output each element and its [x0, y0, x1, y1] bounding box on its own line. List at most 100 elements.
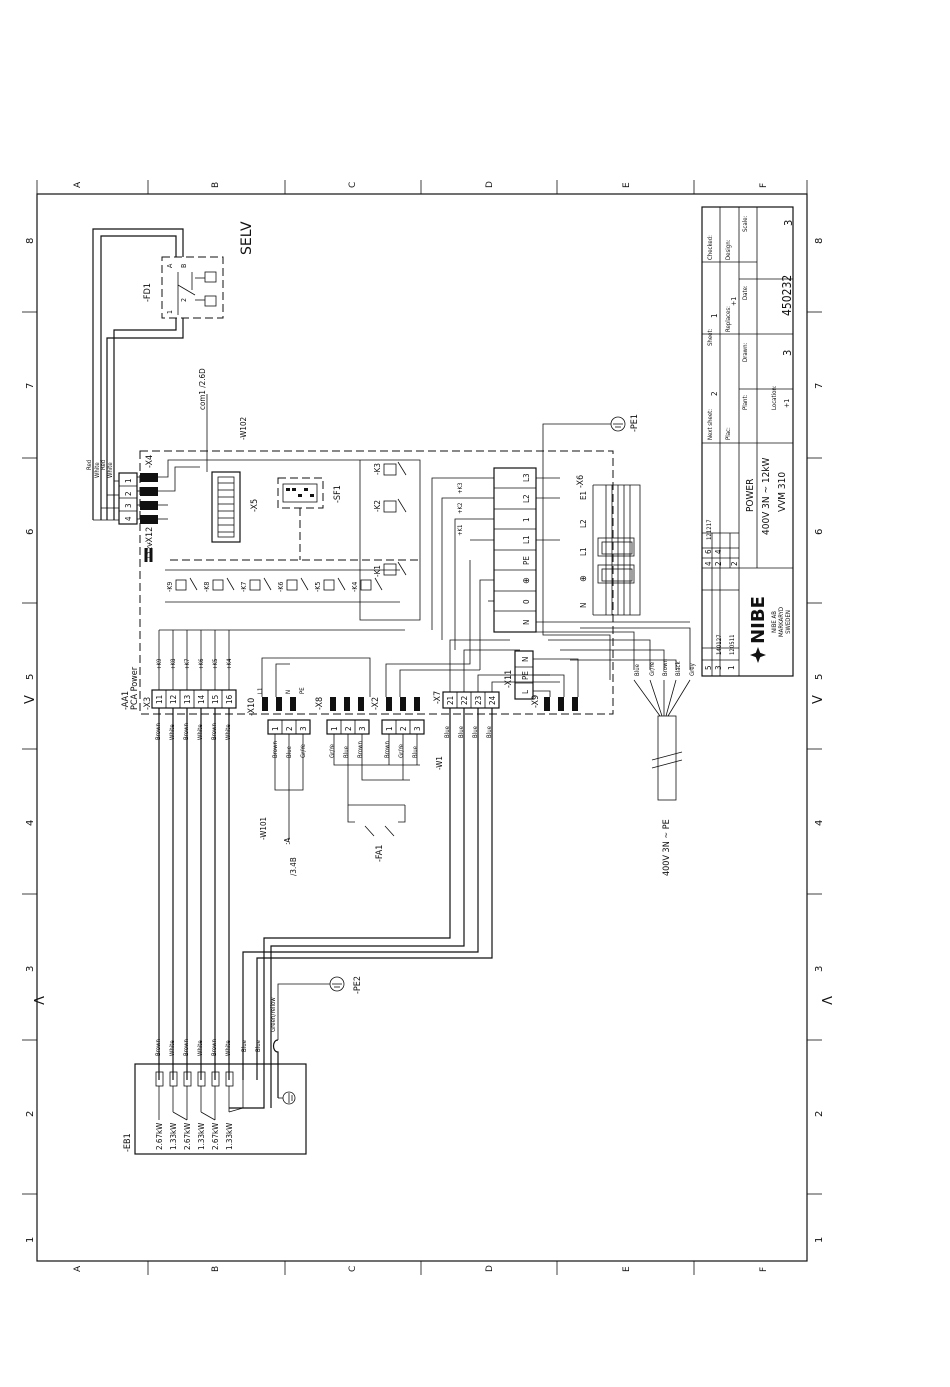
- title-sheet-no-b: 3: [782, 220, 795, 226]
- x6-terminal: L3 L2 1 L1 PE ⊕ 0 N -X6 E1 L2 L1 ⊕ N: [431, 467, 690, 670]
- x10-wire-grye: Gr/Ye: [300, 743, 307, 758]
- w102-label: -W102: [239, 417, 248, 440]
- title-checked-label: Checked:: [707, 235, 714, 260]
- x12-wire-white-2: White: [107, 462, 114, 478]
- x2-wire-brown: Brown: [384, 741, 391, 758]
- row-label-3: 3: [25, 966, 36, 972]
- x2-term-2: 2: [399, 726, 408, 731]
- x6-term-n: N: [522, 620, 531, 625]
- eb1-wire-3: Brown: [183, 1039, 190, 1056]
- col-label-b: B: [211, 182, 221, 188]
- x6-label: -X6: [576, 475, 586, 488]
- eb1-rating-6: 1.33kW: [225, 1123, 234, 1150]
- revision-left-1: 5: [704, 665, 713, 670]
- fd1-term-1: 1: [166, 310, 174, 314]
- x12-wire-white-1: White: [94, 462, 101, 478]
- supply-wire-brown: Brown: [662, 659, 669, 676]
- x12-wire-red-1: Red: [86, 460, 93, 470]
- col-label-a: A: [73, 181, 83, 188]
- title-next-sheet-label: Next sheet:: [707, 409, 714, 440]
- x2-wire-blue: Blue: [412, 745, 419, 758]
- title-next-sheet-value: 2: [710, 391, 719, 396]
- x6-side-n: N: [579, 603, 588, 608]
- fd1-thermostat: SELV -FD1 A B 1 2: [143, 221, 255, 319]
- x8-term-3: 3: [358, 726, 367, 731]
- x8-wire-blue: Blue: [343, 745, 350, 758]
- green-yellow-label: Green/Yellow: [270, 997, 277, 1032]
- pe2-label: -PE2: [353, 976, 363, 994]
- x10-signal-pe: PE: [299, 687, 306, 694]
- x6-term-pe: PE: [522, 556, 531, 565]
- row-label-3-right: 3: [814, 966, 825, 972]
- row-label-6-right: 6: [814, 529, 825, 535]
- col-label-f: F: [759, 183, 769, 188]
- com-label: com1 /2.6D: [198, 368, 207, 410]
- w101-ref: /3.4B: [289, 857, 298, 876]
- title-date-label: Date:: [742, 285, 749, 300]
- x10-wire-blue: Blue: [286, 745, 293, 758]
- relay-k8-label: -K8: [203, 582, 211, 592]
- col-label-f-bottom: F: [759, 1267, 769, 1272]
- x3-signal-k5: +K5: [212, 659, 219, 671]
- x3-term-14: 14: [197, 694, 206, 704]
- x3-terminal: -AA1 PCA Power -X3 11 12 13 14 15 16 +K9…: [121, 629, 405, 1080]
- x10-wire-brown: Brown: [272, 741, 279, 758]
- aa1-label: -AA1: [121, 691, 131, 710]
- col-label-a-bottom: A: [73, 1265, 83, 1272]
- fa1-label: -FA1: [375, 845, 385, 862]
- x3-signal-k6: +K6: [198, 658, 205, 670]
- relay-k6-label: -K6: [277, 582, 285, 592]
- x11-x9-connector: -X11 L PE N -X9: [504, 650, 579, 711]
- fd1-term-b: B: [180, 264, 188, 268]
- x10-term-1: 1: [271, 726, 280, 731]
- x5-label: -X5: [250, 499, 260, 512]
- w101-suffix: :A: [283, 838, 292, 845]
- nibe-logo: NIBE: [748, 596, 769, 663]
- eb1-wire-6: White: [225, 1040, 232, 1056]
- col-label-e: E: [622, 182, 632, 188]
- col-label-d-bottom: D: [485, 1265, 495, 1272]
- x3-term-16: 16: [225, 694, 234, 704]
- x12-wire-red-2: Red: [100, 460, 107, 470]
- row-label-1: 1: [25, 1237, 36, 1243]
- w101-label: -W101: [259, 817, 268, 840]
- eb1-wire-1: Brown: [155, 1039, 162, 1056]
- signal-k2: +K2: [457, 503, 464, 515]
- col-label-b-bottom: B: [211, 1266, 221, 1272]
- col-label-c-bottom: C: [348, 1266, 358, 1272]
- x2-term-1: 1: [385, 726, 394, 731]
- company-line-1: NIBE AB: [771, 611, 778, 633]
- x12-term-1: 1: [124, 478, 133, 483]
- x12-term-2: 2: [124, 491, 133, 496]
- company-line-2: MARKARYD: [778, 607, 785, 637]
- title-drawn-label: Drawn:: [742, 342, 749, 362]
- company-line-3: SWEDEN: [785, 610, 792, 634]
- col-label-e-bottom: E: [622, 1266, 632, 1272]
- row-label-2-right: 2: [814, 1111, 825, 1117]
- relay-k9-label: -K9: [166, 582, 174, 592]
- title-sheet-value: 1: [710, 313, 719, 318]
- x6-term-earth: ⊕: [522, 577, 532, 584]
- k-relays-lower: -K9 -K8 -K7 -K6 -K5 -K4: [165, 569, 400, 603]
- revision-left-2-code: 140127: [716, 634, 723, 655]
- supply-wire-grye: Gr/Ye: [649, 661, 656, 676]
- revision-left-3: 1: [727, 665, 736, 670]
- x12-term-3: 3: [124, 503, 133, 508]
- relay-k4-label: -K4: [351, 582, 359, 592]
- row-labels-right: 8 7 6 5 4 3 2 1 V V: [811, 238, 833, 1243]
- x11-term-pe: PE: [521, 671, 530, 680]
- revision-value-3: 121217: [706, 519, 713, 540]
- sf1-switch: -SF1: [277, 477, 343, 560]
- row-label-5-right: 5: [814, 674, 825, 680]
- title-block: Checked: Design: Scale: 3 Sheet: 1 Repla…: [701, 206, 795, 677]
- k2-label: -K2: [373, 500, 382, 512]
- x8-wire-brown: Brown: [357, 741, 364, 758]
- title-replaces-value: +1: [730, 297, 738, 306]
- x7-label: -X7: [433, 691, 443, 704]
- row-label-4: 4: [25, 820, 36, 826]
- x10-connector: -X10 L1 N PE 1 2 3 Brown Blue Gr/Ye -W10…: [247, 657, 371, 876]
- title-plant-label: Plant:: [742, 394, 749, 410]
- x7-wire-1: Blue: [444, 725, 451, 738]
- nibe-logo-text: NIBE: [748, 596, 769, 644]
